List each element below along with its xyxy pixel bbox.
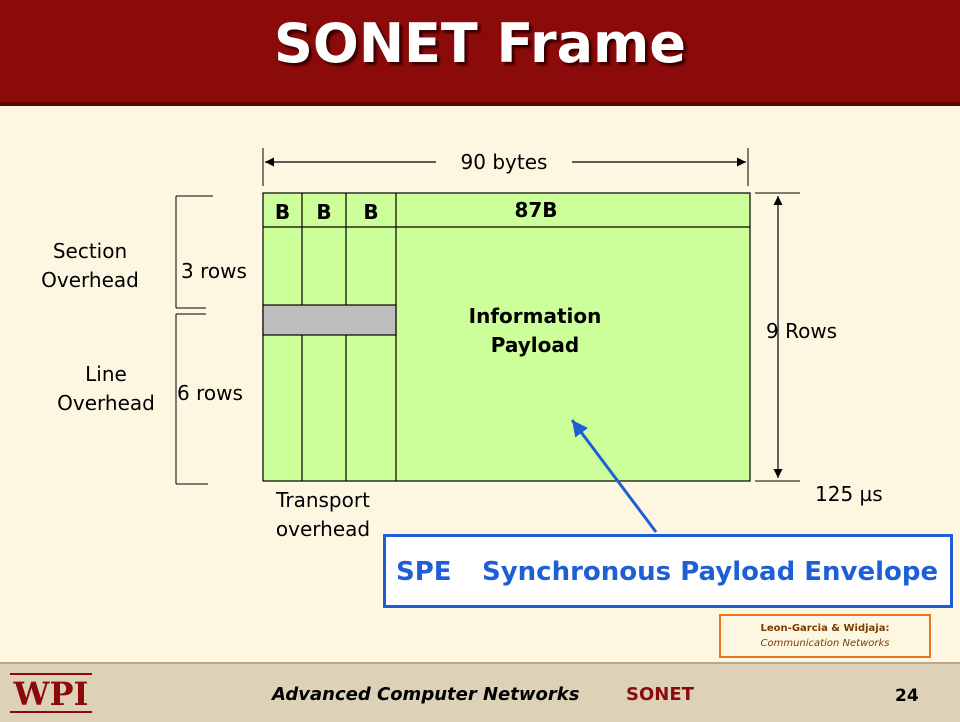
byte-label-3: B xyxy=(363,200,379,224)
line-overhead-label-line1: Line xyxy=(85,362,127,386)
byte-label-1: B xyxy=(274,200,291,224)
width-label: 90 bytes xyxy=(460,150,548,174)
payload-columns-label: 87B xyxy=(514,198,558,222)
title-bar: SONET Frame xyxy=(0,0,960,106)
page-number: 24 xyxy=(895,686,919,706)
line-overhead-label-line2: Overhead xyxy=(57,391,155,415)
line-rows-label: 6 rows xyxy=(177,381,243,405)
section-rows-label: 3 rows xyxy=(181,259,247,283)
footer-bar xyxy=(0,662,960,722)
section-overhead-label-line2: Overhead xyxy=(41,268,139,292)
payload-label-line2: Payload xyxy=(490,333,580,357)
transport-overhead-label-line1: Transport xyxy=(276,488,370,512)
frame-rows-label: 9 Rows xyxy=(766,319,838,343)
spe-callout-box: SPE Synchronous Payload Envelope xyxy=(383,534,953,608)
wpi-logo: WPI xyxy=(10,673,92,713)
spe-abbreviation: SPE xyxy=(396,557,452,587)
credit-book: Communication Networks xyxy=(760,638,890,649)
payload-label-line1: Information xyxy=(468,304,602,328)
section-line-boundary-bar xyxy=(262,304,397,336)
section-overhead-label-line1: Section xyxy=(52,239,128,263)
credit-authors: Leon-Garcia & Widjaja: xyxy=(760,623,890,634)
footer-topic: SONET xyxy=(626,684,694,705)
spe-callout-arrow xyxy=(570,419,658,533)
footer-course: Advanced Computer Networks xyxy=(272,684,580,705)
frame-rectangle xyxy=(262,192,751,482)
slide-title: SONET Frame xyxy=(274,12,686,75)
frame-time-label: 125 µs xyxy=(815,482,883,506)
credit-box: Leon-Garcia & Widjaja: Communication Net… xyxy=(719,614,931,658)
spe-full-name: Synchronous Payload Envelope xyxy=(482,557,939,587)
wpi-logo-text: WPI xyxy=(13,675,89,713)
transport-overhead-label-line2: overhead xyxy=(275,517,371,541)
byte-label-2: B xyxy=(316,200,332,224)
